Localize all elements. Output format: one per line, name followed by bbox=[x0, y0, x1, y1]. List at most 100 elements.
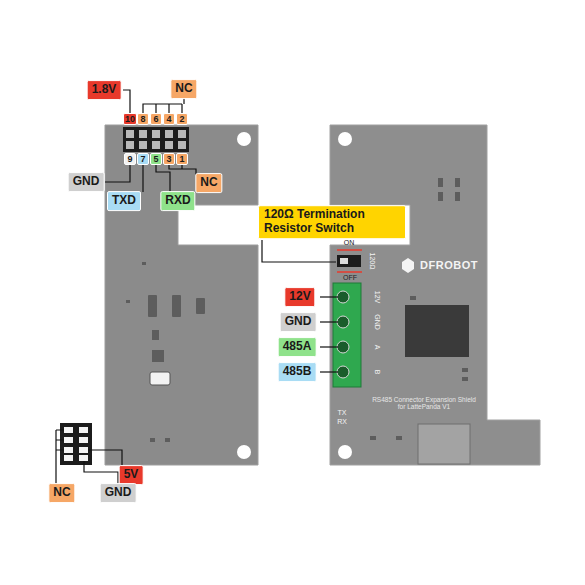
pin bbox=[79, 427, 88, 433]
leader-line bbox=[143, 98, 184, 113]
voltage-callout: 1.8V bbox=[87, 80, 122, 100]
pin bbox=[79, 437, 88, 443]
screw bbox=[337, 341, 349, 353]
brand-logo: DFROBOT bbox=[420, 259, 478, 272]
pin bbox=[64, 455, 73, 461]
smd-part bbox=[142, 262, 146, 265]
mounting-hole bbox=[237, 445, 251, 459]
terminal-callout: 485A bbox=[278, 337, 317, 357]
pin bbox=[152, 141, 160, 149]
terminal-callout: 485B bbox=[278, 362, 317, 382]
header-pins bbox=[126, 130, 186, 149]
pin bbox=[178, 141, 186, 149]
smd-part bbox=[410, 296, 416, 300]
pin-number: 5 bbox=[150, 153, 162, 165]
mounting-hole bbox=[237, 132, 251, 146]
power-pins bbox=[64, 427, 88, 461]
mounting-hole bbox=[338, 445, 352, 459]
power-header bbox=[60, 423, 92, 465]
silk-label: 120Ω bbox=[368, 253, 376, 270]
screw bbox=[337, 316, 349, 328]
terminal-callout: 12V bbox=[284, 287, 315, 307]
leader-line bbox=[56, 430, 64, 484]
smd-part bbox=[152, 350, 164, 362]
pin-number: 2 bbox=[176, 113, 188, 125]
ground-callout: GND bbox=[100, 483, 137, 503]
leader-line bbox=[320, 346, 338, 347]
smd-part bbox=[438, 178, 443, 187]
smd-part bbox=[438, 192, 443, 201]
smd-part bbox=[172, 295, 181, 317]
leader-line bbox=[320, 321, 338, 322]
silk-label: B bbox=[373, 370, 381, 375]
smd-part bbox=[126, 300, 130, 303]
pin-number: 10 bbox=[123, 113, 137, 125]
smd-part bbox=[396, 436, 402, 440]
leader-line bbox=[142, 165, 143, 192]
leader-line bbox=[169, 165, 196, 175]
switch-callout: 120Ω Termination Resistor Switch bbox=[258, 205, 406, 239]
silk-label: GND bbox=[373, 314, 381, 330]
pin bbox=[152, 130, 160, 138]
leader-line bbox=[262, 240, 336, 262]
ground-callout: GND bbox=[68, 172, 105, 192]
screw bbox=[337, 366, 349, 378]
smd-parts bbox=[126, 262, 205, 442]
switch-knob bbox=[340, 258, 348, 264]
off-marker bbox=[337, 271, 362, 273]
silk-label: RS485 Connector Expansion Shield for Lat… bbox=[368, 396, 480, 411]
leader-line bbox=[105, 165, 130, 182]
pin bbox=[126, 130, 134, 138]
smd-part bbox=[462, 368, 468, 372]
leader-line bbox=[84, 461, 118, 484]
pin bbox=[178, 130, 186, 138]
logo-hexagon bbox=[402, 258, 414, 273]
pin bbox=[79, 447, 88, 453]
silk-label: A bbox=[373, 345, 381, 350]
pcb-front bbox=[330, 125, 540, 465]
smd-part bbox=[455, 178, 460, 187]
inductor bbox=[150, 372, 170, 385]
pin bbox=[139, 130, 147, 138]
logo-mark bbox=[402, 258, 414, 273]
screw bbox=[337, 291, 349, 303]
pin-number: 3 bbox=[163, 153, 175, 165]
pin bbox=[139, 141, 147, 149]
leader-line bbox=[320, 371, 338, 372]
pin bbox=[64, 437, 73, 443]
silk-label: RX bbox=[337, 418, 347, 426]
smd-part bbox=[370, 436, 376, 440]
nc-callout: NC bbox=[48, 483, 75, 503]
leader-line bbox=[156, 165, 170, 192]
silk-label: OFF bbox=[343, 274, 357, 282]
leader-line bbox=[320, 296, 338, 297]
voltage-callout: 5V bbox=[119, 465, 144, 485]
pin-number: 7 bbox=[137, 153, 149, 165]
pin bbox=[165, 141, 173, 149]
nc-callout: NC bbox=[170, 79, 197, 99]
pin-number: 9 bbox=[124, 153, 136, 165]
terminal-screws bbox=[337, 291, 349, 378]
leader-lines bbox=[56, 90, 338, 484]
pin-number: 8 bbox=[137, 113, 149, 125]
smd-part bbox=[462, 377, 468, 381]
pin bbox=[165, 130, 173, 138]
connector-housing bbox=[418, 424, 470, 464]
pin bbox=[64, 447, 73, 453]
smd-part bbox=[152, 330, 159, 340]
smd-part bbox=[150, 438, 155, 442]
leader-line bbox=[123, 90, 130, 113]
smd-part bbox=[148, 295, 157, 317]
pin-number: 4 bbox=[163, 113, 175, 125]
leader-line bbox=[88, 450, 122, 467]
signal-callout: RXD bbox=[160, 191, 195, 211]
transceiver-chip bbox=[405, 305, 469, 357]
pcb-back bbox=[105, 125, 258, 465]
terminal-callout: GND bbox=[280, 312, 317, 332]
smd-part bbox=[165, 438, 170, 442]
pin bbox=[79, 455, 88, 461]
silk-label: ON bbox=[344, 239, 355, 247]
smd-part bbox=[196, 298, 205, 314]
pin bbox=[126, 141, 134, 149]
